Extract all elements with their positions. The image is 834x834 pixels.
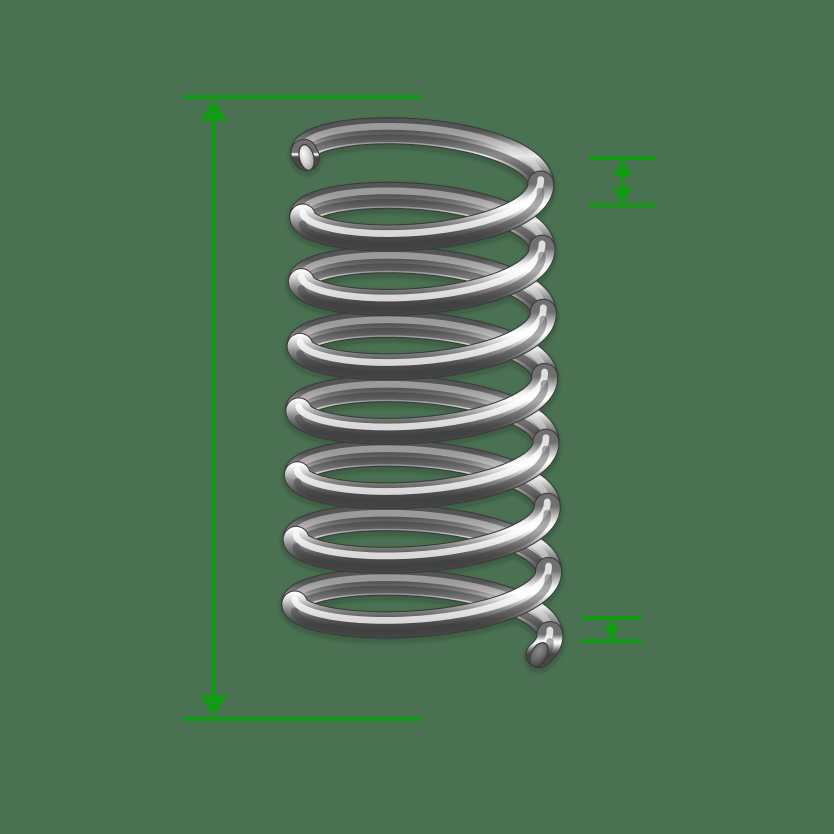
coil-back-segment: [287, 246, 557, 326]
wire-diameter-dimension[interactable]: [582, 616, 642, 643]
coil-front-segment: [287, 234, 556, 316]
coil-specular-highlight: [296, 304, 547, 366]
spring-bottom-end-cap: [529, 641, 549, 668]
coil-core-shadow: [297, 263, 548, 324]
coil-front-segment: [281, 556, 563, 639]
coil-front-segment: [285, 362, 559, 445]
coil-specular-highlight: [300, 122, 545, 183]
coil-core-shadow: [290, 585, 554, 646]
coil-specular-highlight: [297, 240, 546, 302]
coil-specular-highlight: [299, 176, 545, 237]
coil-front-segment: [286, 298, 557, 381]
coil-wire-segment: [287, 311, 558, 389]
coil-core-shadow: [296, 315, 548, 378]
coil-back-segment: [281, 568, 564, 649]
pitch-arrow-down: [613, 188, 633, 204]
coil-wire-segment: [290, 182, 555, 261]
free-length-arrow-down: [200, 695, 228, 717]
dimension-annotations: [183, 95, 657, 721]
coil-core-shadow: [291, 573, 553, 636]
coil-core-shadow: [297, 251, 546, 314]
free-length-dimension[interactable]: [183, 95, 422, 721]
spring-top-end-cap: [298, 144, 315, 171]
coil-core-shadow: [300, 134, 545, 196]
coil-back-segment: [290, 117, 555, 198]
coil-specular-highlight: [295, 368, 549, 431]
coil-core-shadow: [295, 379, 549, 443]
coil-front-segment: [289, 170, 555, 252]
coil-spring: [281, 117, 564, 669]
coil-wire-segment: [288, 247, 556, 325]
coil-specular-highlight: [292, 498, 551, 560]
coil-wire-segment: [287, 299, 556, 380]
coil-front-segment: [283, 428, 560, 510]
coil-core-shadow: [292, 509, 552, 572]
coil-wire-segment: [283, 493, 560, 573]
coil-core-shadow: [293, 456, 552, 518]
coil-wire-segment: [282, 569, 563, 648]
coil-wire-segment: [290, 171, 554, 251]
coil-wire-segment: [291, 118, 554, 197]
coil-specular-highlight: [294, 434, 550, 495]
coil-back-segment: [289, 181, 556, 262]
free-length-arrow-up: [200, 99, 228, 121]
coil-core-shadow: [292, 521, 553, 582]
wire-diameter-arrow-down: [605, 629, 619, 640]
coil-front-segment: [282, 492, 561, 574]
coil-core-shadow: [298, 187, 545, 250]
pitch-arrow-up: [613, 160, 633, 176]
coil-wire-segment: [288, 235, 555, 315]
coil-specular-highlight: [291, 562, 552, 624]
coil-core-shadow: [293, 445, 550, 507]
wire-diameter-arrow-up: [605, 619, 619, 630]
coil-layers: [281, 117, 564, 669]
coil-core-shadow: [296, 327, 549, 388]
coil-wire-segment: [284, 429, 559, 509]
coil-wire-segment: [283, 505, 562, 583]
coil-wire-segment: [286, 376, 559, 455]
coil-wire-segment: [284, 440, 560, 519]
coil-wire-segment: [286, 363, 558, 444]
coil-wire-segment: [282, 557, 562, 638]
pitch-dimension[interactable]: [590, 156, 657, 207]
coil-core-shadow: [294, 392, 550, 454]
coil-core-shadow: [298, 198, 546, 260]
